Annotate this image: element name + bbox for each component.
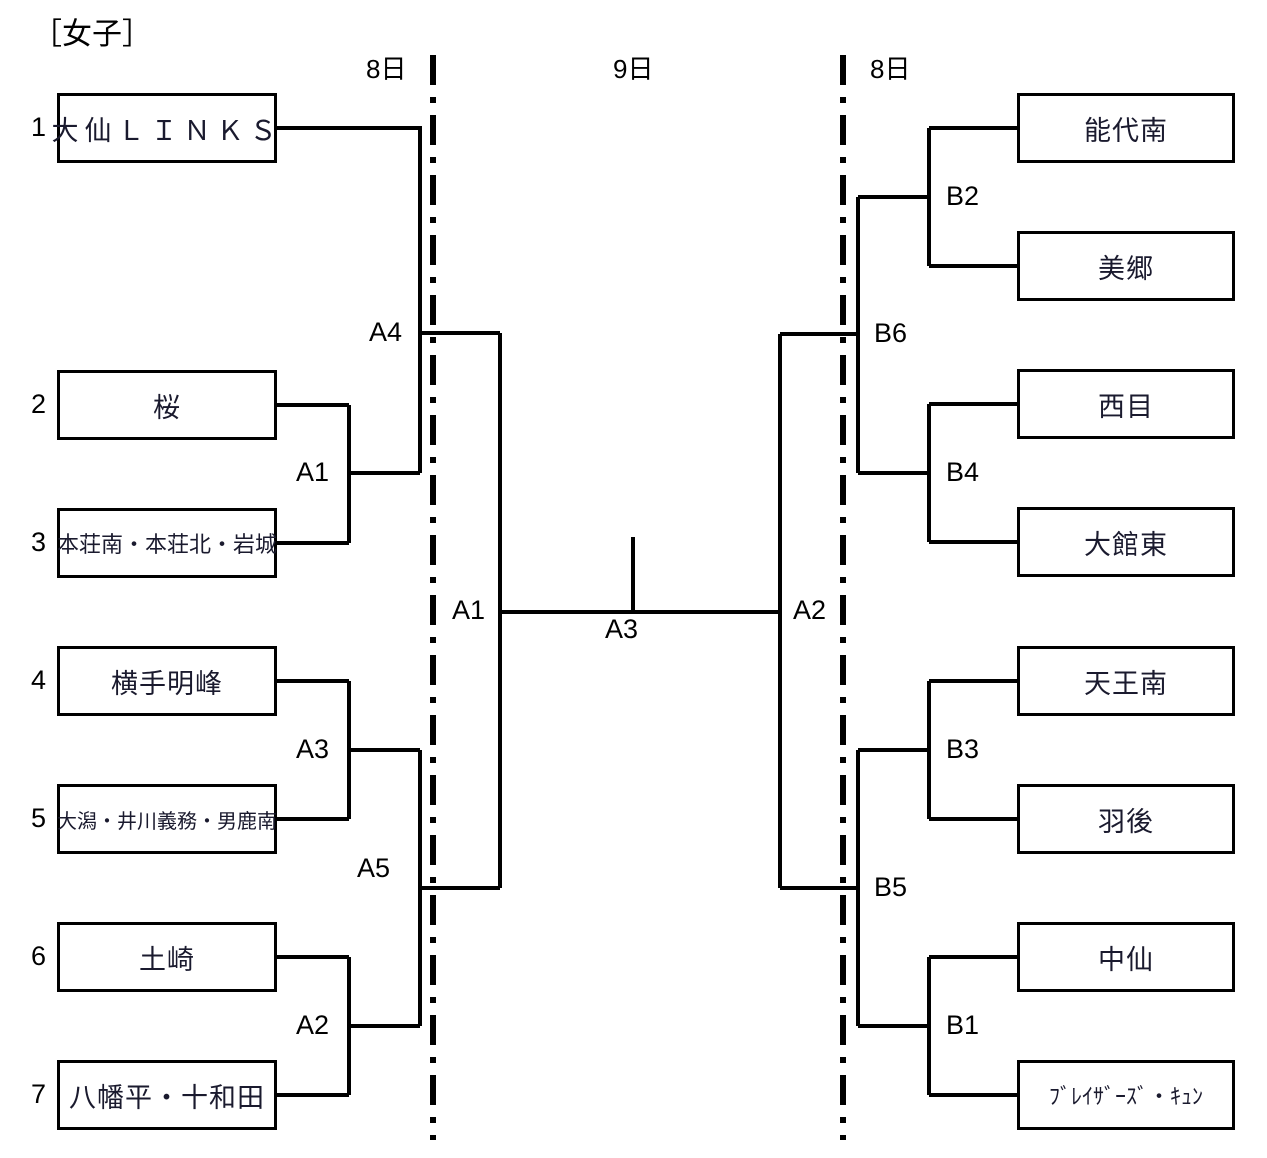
team-box-right-8[interactable]: ﾌﾞﾚｲｻﾞｰｽﾞ・ｷｭﾝ — [1017, 1060, 1235, 1130]
team-box-left-2[interactable]: 桜 — [57, 370, 277, 440]
team-name-right-8: ﾌﾞﾚｲｻﾞｰｽﾞ・ｷｭﾝ — [1048, 1084, 1203, 1109]
team-box-left-5[interactable]: 大潟・井川義務・男鹿南 — [57, 784, 277, 854]
team-box-left-1[interactable]: 大仙ＬＩＮＫＳ — [52, 93, 277, 163]
day-label-left: 8日 — [366, 54, 407, 84]
match-label-b3: B3 — [946, 734, 980, 764]
match-label-a1: A1 — [296, 457, 330, 487]
team-name-left-2: 桜 — [153, 392, 181, 423]
team-box-left-7[interactable]: 八幡平・十和田 — [57, 1060, 277, 1130]
seed-number-5: 5 — [30, 803, 46, 833]
match-label-a1-semifinal: A1 — [452, 595, 486, 625]
team-box-left-3[interactable]: 本荘南・本荘北・岩城 — [57, 508, 277, 578]
seed-number-7: 7 — [30, 1079, 46, 1109]
team-name-right-1: 能代南 — [1084, 115, 1168, 146]
match-label-b1: B1 — [946, 1010, 980, 1040]
match-label-a2-semifinal: A2 — [793, 595, 827, 625]
match-label-a2-left: A2 — [296, 1010, 330, 1040]
seed-number-3: 3 — [30, 527, 46, 557]
match-label-a4: A4 — [369, 317, 403, 347]
match-label-b6: B6 — [874, 318, 908, 348]
team-box-left-6[interactable]: 土崎 — [57, 922, 277, 992]
team-box-right-2[interactable]: 美郷 — [1017, 231, 1235, 301]
match-label-a3-left: A3 — [296, 734, 330, 764]
team-name-left-3: 本荘南・本荘北・岩城 — [57, 532, 278, 557]
team-box-left-4[interactable]: 横手明峰 — [57, 646, 277, 716]
team-name-left-7: 八幡平・十和田 — [69, 1082, 265, 1113]
match-label-b2: B2 — [946, 181, 980, 211]
team-name-right-5: 天王南 — [1084, 668, 1168, 699]
team-box-right-7[interactable]: 中仙 — [1017, 922, 1235, 992]
match-label-b5: B5 — [874, 872, 908, 902]
seed-number-6: 6 — [30, 941, 46, 971]
team-box-right-1[interactable]: 能代南 — [1017, 93, 1235, 163]
match-label-b4: B4 — [946, 457, 980, 487]
team-name-right-6: 羽後 — [1098, 806, 1154, 837]
day-label-right: 8日 — [870, 54, 911, 84]
team-name-right-3: 西目 — [1098, 391, 1154, 422]
match-label-a3-final: A3 — [605, 614, 639, 644]
team-box-right-3[interactable]: 西目 — [1017, 369, 1235, 439]
team-box-right-5[interactable]: 天王南 — [1017, 646, 1235, 716]
match-label-a5: A5 — [357, 853, 391, 883]
team-name-left-1: 大仙ＬＩＮＫＳ — [51, 115, 283, 146]
seed-number-2: 2 — [30, 389, 46, 419]
seed-number-4: 4 — [30, 665, 46, 695]
day-label-center: 9日 — [613, 54, 654, 84]
page-title: ［女子］ — [32, 18, 152, 51]
team-box-right-6[interactable]: 羽後 — [1017, 784, 1235, 854]
team-box-right-4[interactable]: 大館東 — [1017, 507, 1235, 577]
team-name-right-7: 中仙 — [1098, 944, 1154, 975]
team-name-right-2: 美郷 — [1098, 253, 1154, 284]
team-name-left-4: 横手明峰 — [111, 668, 223, 699]
team-name-left-5: 大潟・井川義務・男鹿南 — [57, 810, 277, 833]
team-name-left-6: 土崎 — [139, 944, 195, 975]
team-name-right-4: 大館東 — [1084, 529, 1168, 560]
seed-number-1: 1 — [30, 112, 46, 142]
